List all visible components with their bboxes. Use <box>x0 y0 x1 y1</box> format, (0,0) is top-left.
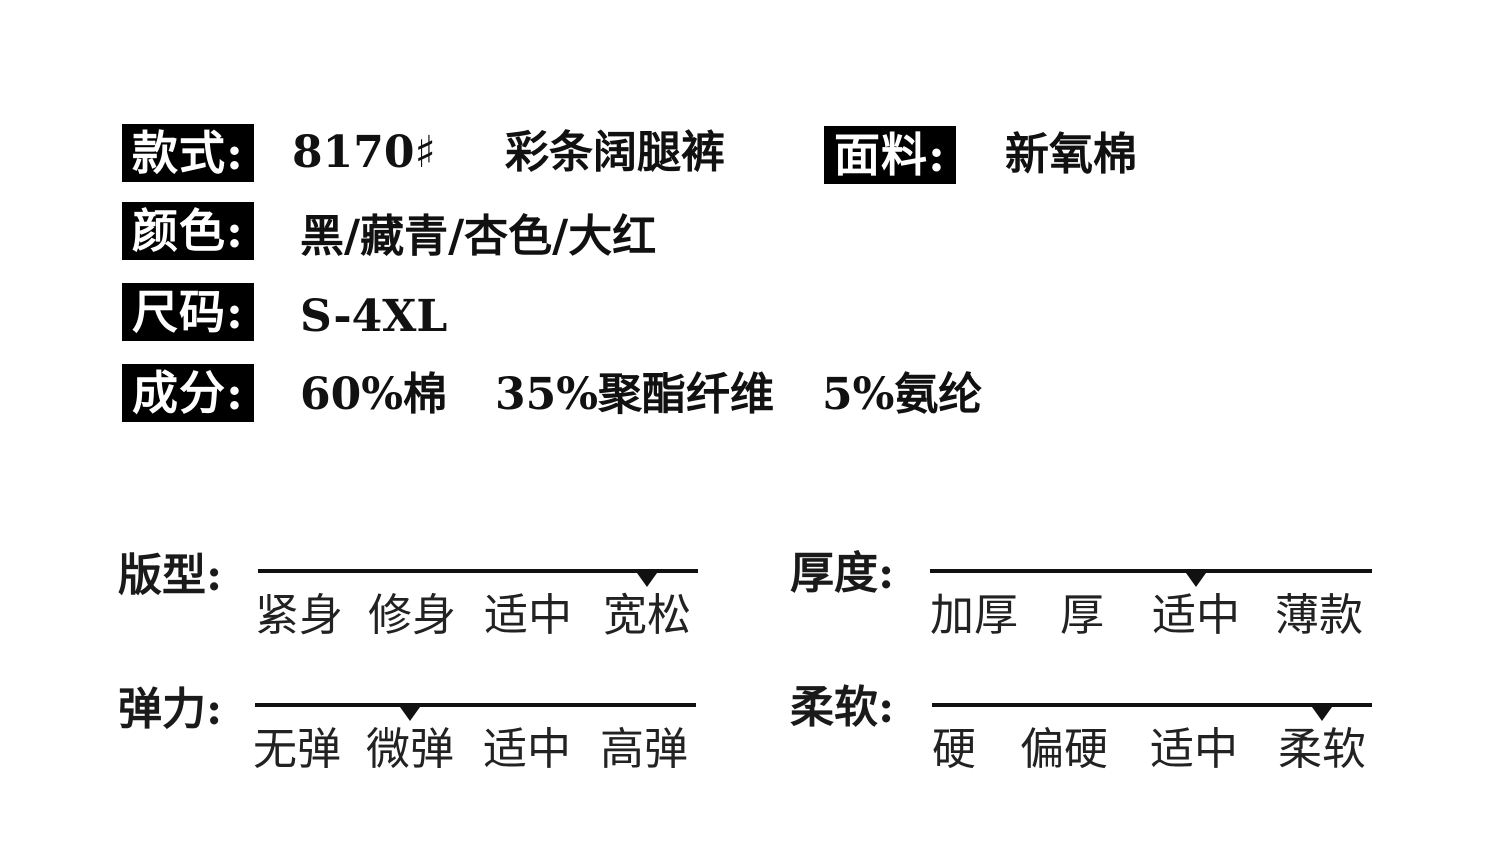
fit-label: 版型: <box>118 550 223 601</box>
elasticity-label: 弹力: <box>118 684 223 735</box>
fit-marker <box>637 573 657 587</box>
elasticity-line <box>255 703 696 707</box>
softness-option-1: 硬 <box>932 724 976 775</box>
elasticity-option-1: 无弹 <box>253 724 341 775</box>
thickness-option-4: 薄款 <box>1275 590 1363 641</box>
composition-spandex: 5%氨纶 <box>822 369 983 420</box>
composition-polyester: 35%聚酯纤维 <box>495 369 775 420</box>
softness-option-4: 柔软 <box>1278 724 1366 775</box>
fit-option-2: 修身 <box>368 590 456 641</box>
thickness-marker <box>1186 573 1206 587</box>
style-name: 彩条阔腿裤 <box>505 127 725 178</box>
thickness-label: 厚度: <box>790 548 895 599</box>
thickness-line <box>930 569 1372 573</box>
fit-option-4: 宽松 <box>603 590 691 641</box>
fit-option-1: 紧身 <box>255 590 343 641</box>
color-label: 颜色: <box>122 202 254 260</box>
softness-marker <box>1312 707 1332 721</box>
fit-line <box>258 569 698 573</box>
thickness-option-2: 厚 <box>1060 590 1104 641</box>
elasticity-option-2: 微弹 <box>366 724 454 775</box>
softness-option-2: 偏硬 <box>1020 724 1108 775</box>
elasticity-marker <box>400 707 420 721</box>
size-label: 尺码: <box>122 283 254 341</box>
fabric-label: 面料: <box>824 126 956 184</box>
softness-line <box>932 703 1372 707</box>
composition-label: 成分: <box>122 364 254 422</box>
style-label: 款式: <box>122 124 254 182</box>
color-value: 黑/藏青/杏色/大红 <box>300 211 657 262</box>
fit-option-3: 适中 <box>484 590 572 641</box>
softness-option-3: 适中 <box>1150 724 1238 775</box>
thickness-option-3: 适中 <box>1152 590 1240 641</box>
size-value: S-4XL <box>300 291 448 342</box>
fabric-value: 新氧棉 <box>1005 129 1137 180</box>
style-code: 8170♯ <box>292 127 436 178</box>
elasticity-option-3: 适中 <box>483 724 571 775</box>
thickness-option-1: 加厚 <box>930 590 1018 641</box>
composition-cotton: 60%棉 <box>300 369 448 420</box>
softness-label: 柔软: <box>790 682 895 733</box>
elasticity-option-4: 高弹 <box>600 724 688 775</box>
